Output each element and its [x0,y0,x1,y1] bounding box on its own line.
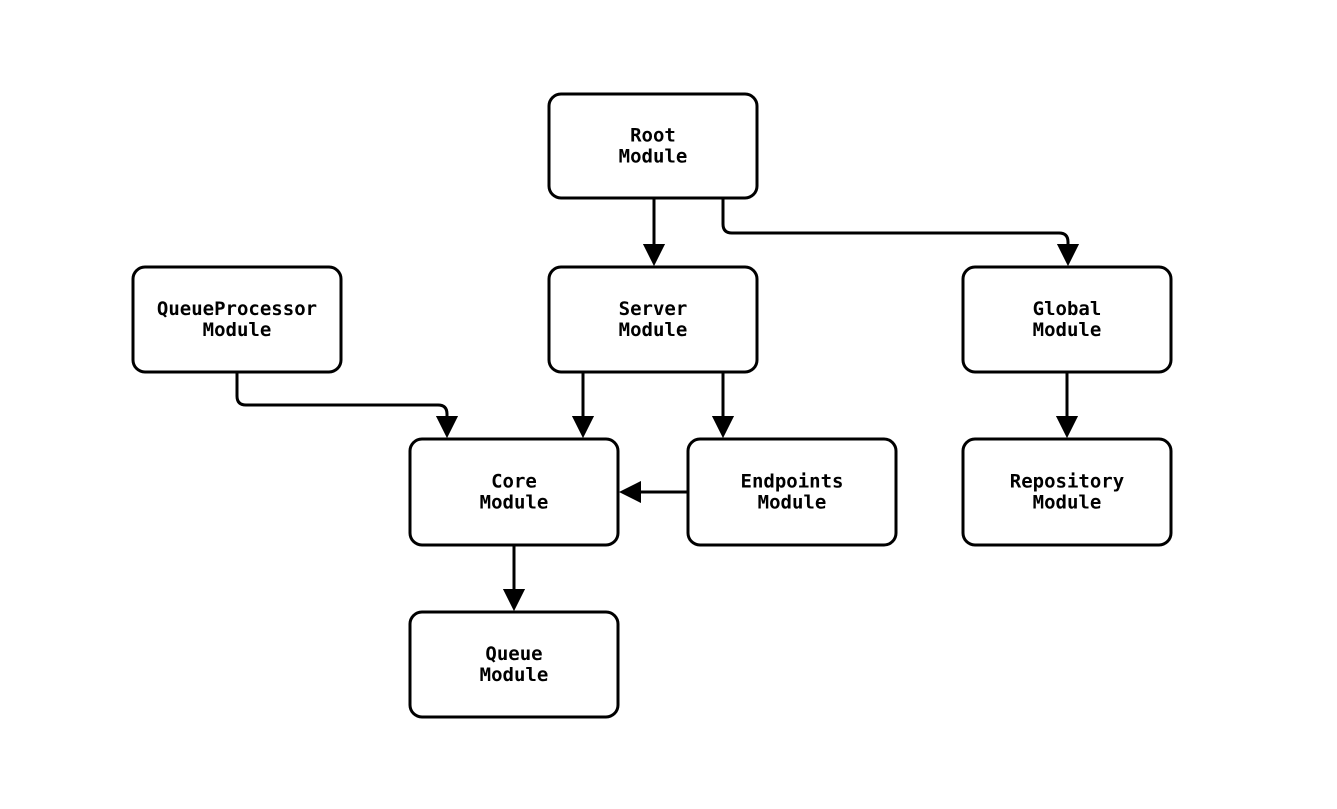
node-box [408,437,620,547]
node-box [961,437,1173,547]
node-box [547,92,759,200]
node-label-line: Root [630,125,676,147]
node-label-line: Module [619,319,688,341]
node-label-line: QueueProcessor [157,298,317,320]
node-box [131,265,343,374]
node-label-line: Module [1033,319,1102,341]
node-label-line: Module [1033,492,1102,514]
node-label-line: Core [491,471,537,493]
nodes-layer: RootModuleQueueProcessorModuleServerModu… [131,92,1173,719]
node-box [408,610,620,719]
node-box [961,265,1173,374]
node-label-line: Repository [1010,471,1124,493]
node-label-line: Module [480,492,549,514]
node-label-line: Endpoints [741,471,844,493]
edges-layer [235,198,1080,612]
node-label-line: Server [619,298,688,320]
node-label-line: Module [758,492,827,514]
node-label-line: Module [619,146,688,168]
node-box [686,437,898,547]
node-label-line: Queue [485,643,542,665]
node-label-line: Module [203,319,272,341]
node-label-line: Module [480,664,549,686]
node-label-line: Global [1033,298,1102,320]
edge-queueprocessor-to-core [235,372,459,439]
node-box [547,265,759,374]
edge-root-to-global [721,198,1080,267]
